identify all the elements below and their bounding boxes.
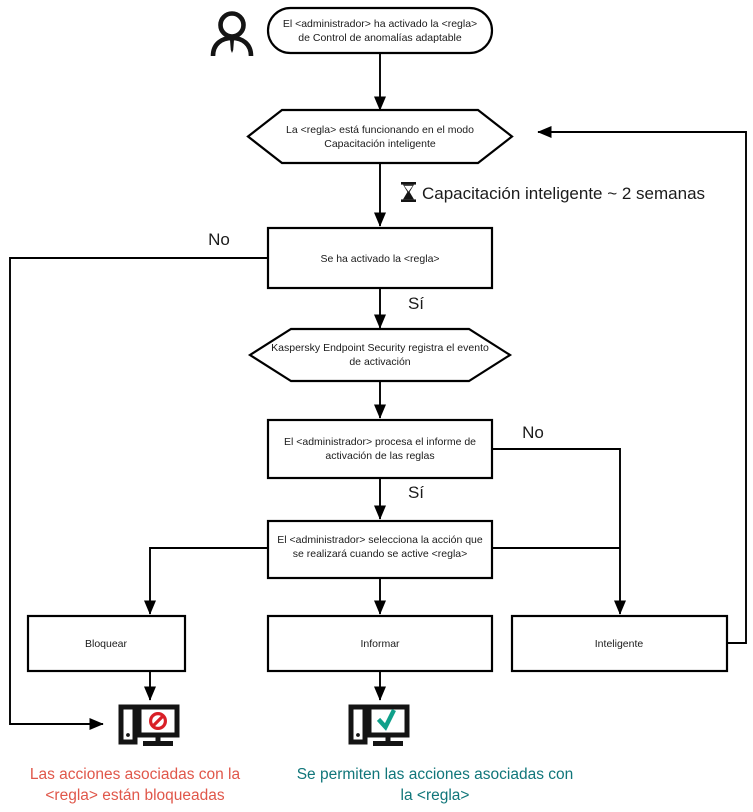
- node-block-label: Bloquear: [85, 638, 128, 650]
- edge-label-triggered-no: No: [208, 230, 230, 249]
- caption-allowed: Se permiten las acciones asociadas con l…: [297, 766, 574, 804]
- person-icon: [210, 11, 254, 57]
- hourglass-icon: [401, 182, 416, 202]
- node-admin-selects-action: El <administrador> selecciona la acción …: [266, 519, 494, 580]
- node-training-line-1: La <regla> está funcionando en el modo: [286, 124, 474, 136]
- node-report-line-1: El <administrador> procesa el informe de: [284, 436, 476, 448]
- connector-report-no: [492, 448, 627, 615]
- connector-action-to-block: [143, 547, 268, 615]
- node-report-line-2: activación de las reglas: [325, 450, 434, 462]
- caption-blocked: Las acciones asociadas con la <regla> es…: [30, 766, 241, 804]
- node-rule-triggered-line-1: Se ha activado la <regla>: [320, 253, 439, 265]
- node-kes-logs-event: Kaspersky Endpoint Security registra el …: [247, 327, 513, 383]
- monitor-blocked-icon: [118, 704, 180, 746]
- node-smart-training-mode: La <regla> está funcionando en el modo C…: [246, 108, 514, 165]
- monitor-allowed-icon: [348, 704, 410, 746]
- node-action-inform: Informar: [266, 614, 494, 673]
- node-kes-line-2: de activación: [349, 356, 410, 368]
- node-training-line-2: Capacitación inteligente: [324, 138, 436, 150]
- node-admin-processes-report: El <administrador> procesa el informe de…: [266, 418, 494, 480]
- node-start: El <administrador> ha activado la <regla…: [266, 6, 494, 55]
- caption-blocked-line-2: <regla> están bloqueadas: [45, 787, 225, 804]
- connector-triggered-no-loop: [9, 257, 268, 731]
- caption-blocked-line-1: Las acciones asociadas con la: [30, 766, 241, 783]
- edge-label-report-yes: Sí: [408, 483, 424, 502]
- node-action-block: Bloquear: [26, 614, 187, 673]
- node-start-line-1: El <administrador> ha activado la <regla…: [283, 18, 477, 30]
- node-select-line-1: El <administrador> selecciona la acción …: [277, 534, 483, 546]
- node-select-line-2: se realizará cuando se active <regla>: [293, 548, 468, 560]
- edge-label-report-no: No: [522, 423, 544, 442]
- node-rule-triggered: Se ha activado la <regla>: [266, 226, 494, 290]
- node-kes-line-1: Kaspersky Endpoint Security registra el …: [271, 342, 489, 354]
- caption-allowed-line-2: la <regla>: [401, 787, 470, 804]
- node-smart-label: Inteligente: [595, 638, 644, 650]
- edge-label-triggered-yes: Sí: [408, 294, 424, 313]
- node-start-line-2: de Control de anomalías adaptable: [298, 32, 462, 44]
- node-inform-label: Informar: [360, 638, 400, 650]
- caption-allowed-line-1: Se permiten las acciones asociadas con: [297, 766, 574, 783]
- connector-smart-loop-back: [537, 125, 747, 644]
- node-action-smart: Inteligente: [510, 614, 729, 673]
- smart-training-duration-note: Capacitación inteligente ~ 2 semanas: [422, 184, 705, 203]
